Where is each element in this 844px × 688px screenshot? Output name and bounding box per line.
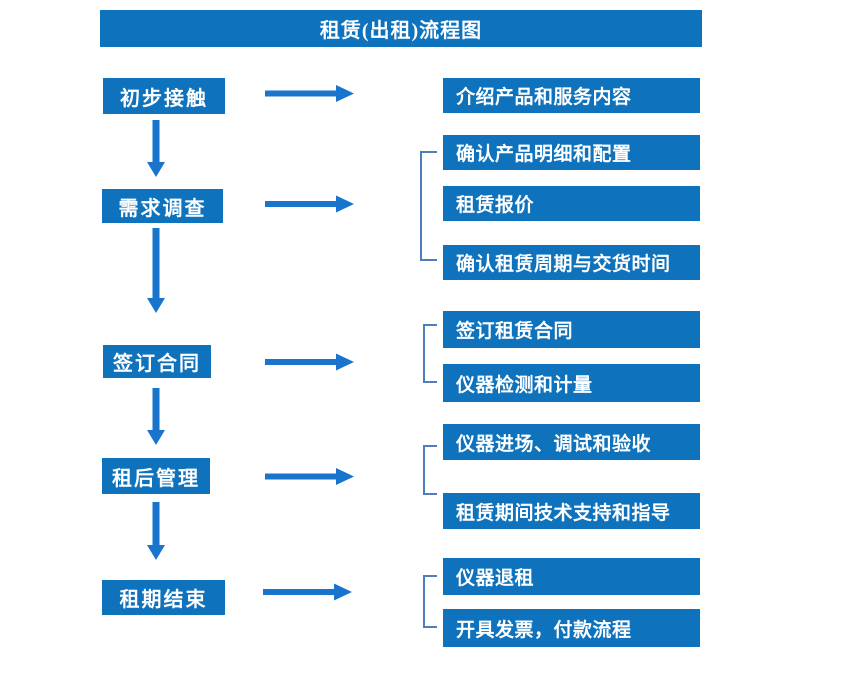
- detail-confirm-period-delivery: 确认租赁周期与交货时间: [443, 245, 700, 280]
- detail-tech-support-guidance: 租赁期间技术支持和指导: [443, 493, 700, 529]
- group-bracket: [420, 151, 437, 628]
- arrow-right-icon: [263, 85, 354, 601]
- detail-instrument-testing: 仪器检测和计量: [443, 364, 700, 402]
- detail-rental-quote: 租赁报价: [443, 186, 700, 221]
- stage-initial-contact: 初步接触: [103, 78, 225, 114]
- flowchart-title: 租赁(出租)流程图: [100, 10, 702, 47]
- stage-post-rental-management: 租后管理: [102, 458, 210, 494]
- stage-sign-contract: 签订合同: [103, 345, 211, 378]
- detail-instrument-entry-acceptance: 仪器进场、调试和验收: [443, 424, 700, 460]
- detail-sign-rental-contract: 签订租赁合同: [443, 311, 700, 348]
- detail-instrument-return: 仪器退租: [443, 558, 700, 595]
- arrow-down-icon: [147, 120, 165, 560]
- stage-demand-survey: 需求调查: [102, 189, 223, 223]
- detail-invoice-payment: 开具发票，付款流程: [443, 609, 700, 647]
- stage-lease-end: 租期结束: [102, 580, 225, 615]
- detail-confirm-product-config: 确认产品明细和配置: [443, 135, 700, 170]
- detail-introduce-products-services: 介绍产品和服务内容: [443, 78, 700, 113]
